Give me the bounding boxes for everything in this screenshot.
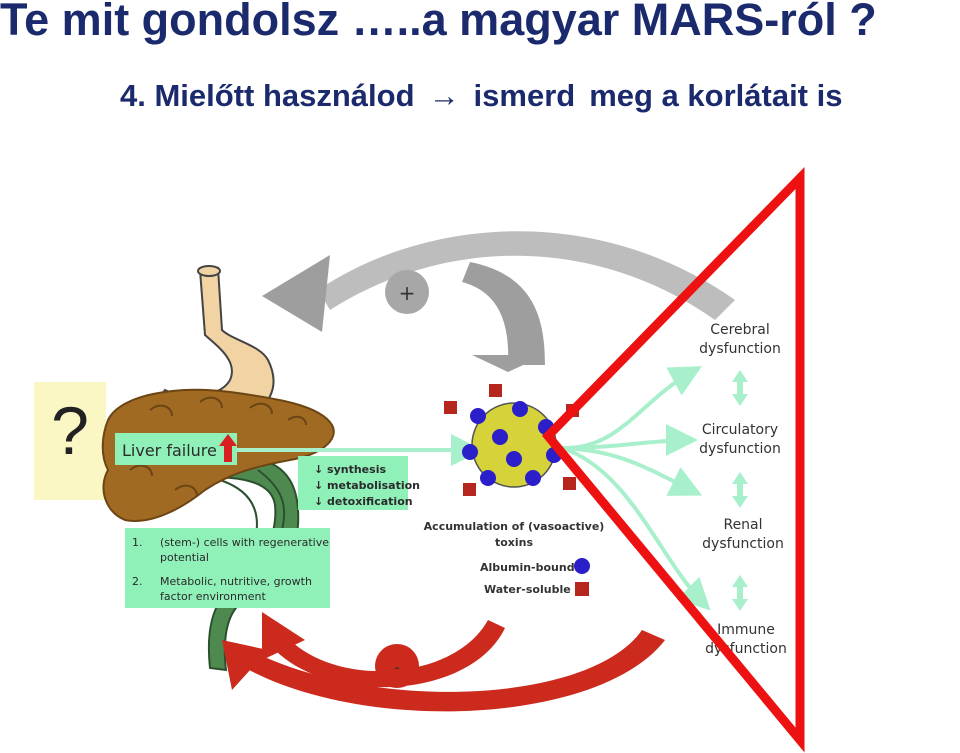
liver-failure-label: Liver failure (122, 441, 217, 460)
legend: Albumin-bound Water-soluble (480, 558, 590, 596)
toxin-sphere (444, 384, 579, 496)
regen-item-1-number: 1. (132, 536, 143, 549)
subtitle-part-2: meg a korlátait is (589, 78, 843, 113)
question-mark: ? (51, 393, 89, 469)
legend-water-marker (575, 582, 589, 596)
renal-label: Renal (723, 517, 762, 533)
minus-circle: - (375, 644, 419, 688)
page-subtitle: 4. Mielőtt használod → ismerd meg a korláta… (120, 78, 842, 114)
accumulation-line-1: Accumulation of (vasoactive) (424, 520, 605, 533)
renal-dysfunction-label: dysfunction (702, 536, 784, 552)
subtitle-prefix: 4. Mielőtt használod (120, 78, 415, 113)
red-feedback-arrows (222, 612, 665, 712)
plus-circle: + (385, 270, 429, 314)
up-arrow-icon (219, 434, 237, 462)
dysfunction-arrows (561, 366, 711, 611)
subtitle-part-1: ismerd (473, 78, 576, 113)
legend-albumin-marker (574, 558, 590, 574)
grey-feedback-arrow (262, 231, 735, 372)
regen-item-2-number: 2. (132, 575, 143, 588)
page-title: Te mit gondolsz …..a magyar MARS-ról ? (0, 0, 877, 45)
plus-sign: + (399, 281, 416, 305)
effects-box: ↓ synthesis ↓ metabolisation ↓ detoxific… (298, 456, 420, 510)
regeneration-box: 1. (stem-) cells with regenerative poten… (125, 528, 330, 608)
effect-metabolisation: ↓ metabolisation (314, 479, 420, 492)
regen-item-2-line-1: Metabolic, nutritive, growth (160, 575, 312, 588)
circulatory-label: Circulatory (702, 422, 778, 438)
effect-detoxification: ↓ detoxification (314, 495, 413, 508)
cerebral-label: Cerebral (710, 322, 770, 338)
legend-albumin-label: Albumin-bound (480, 561, 575, 574)
effect-synthesis: ↓ synthesis (314, 463, 386, 476)
circulatory-dysfunction-label: dysfunction (699, 441, 781, 457)
legend-water-label: Water-soluble (484, 583, 571, 596)
highlight-triangle (541, 166, 805, 753)
regen-item-1-line-1: (stem-) cells with regenerative (160, 536, 329, 549)
right-arrow-icon: → (428, 78, 460, 113)
cerebral-dysfunction-label: dysfunction (699, 341, 781, 357)
question-box (34, 382, 106, 500)
regen-item-2-line-2: factor environment (160, 590, 266, 603)
double-arrows (732, 370, 748, 611)
minus-sign: - (394, 658, 400, 677)
immune-label: Immune (717, 622, 775, 638)
accumulation-line-2: toxins (495, 536, 534, 549)
liver-failure-banner: Liver failure (115, 433, 237, 465)
regen-item-1-line-2: potential (160, 551, 209, 564)
